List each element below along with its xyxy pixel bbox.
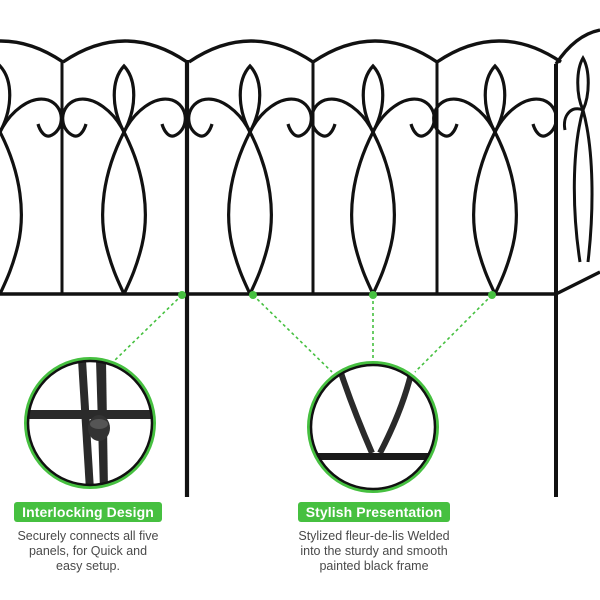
- description-line: easy setup.: [56, 559, 120, 573]
- fleur-de-lis-zoom-circle: [307, 361, 439, 493]
- interlocking-zoom-circle: [24, 357, 156, 489]
- description-line: panels, for Quick and: [28, 544, 148, 558]
- feature-title-badge: Stylish Presentation: [297, 502, 451, 522]
- description-line: Securely connects all five: [17, 529, 159, 543]
- feature-interlocking-design: Interlocking Design Securely connects al…: [12, 502, 164, 574]
- fence-panels: [0, 28, 600, 497]
- callout-lines: [112, 294, 493, 373]
- feature-description: Securely connects all five panels, for Q…: [12, 529, 164, 574]
- feature-description: Stylized fleur-de-lis Welded into the st…: [290, 529, 458, 574]
- description-line: painted black frame: [319, 559, 429, 573]
- description-line: Stylized fleur-de-lis Welded: [298, 529, 450, 543]
- callout-dots: [178, 291, 496, 299]
- feature-stylish-presentation: Stylish Presentation Stylized fleur-de-l…: [290, 502, 458, 574]
- description-line: into the sturdy and smooth: [300, 544, 448, 558]
- feature-title-badge: Interlocking Design: [14, 502, 162, 522]
